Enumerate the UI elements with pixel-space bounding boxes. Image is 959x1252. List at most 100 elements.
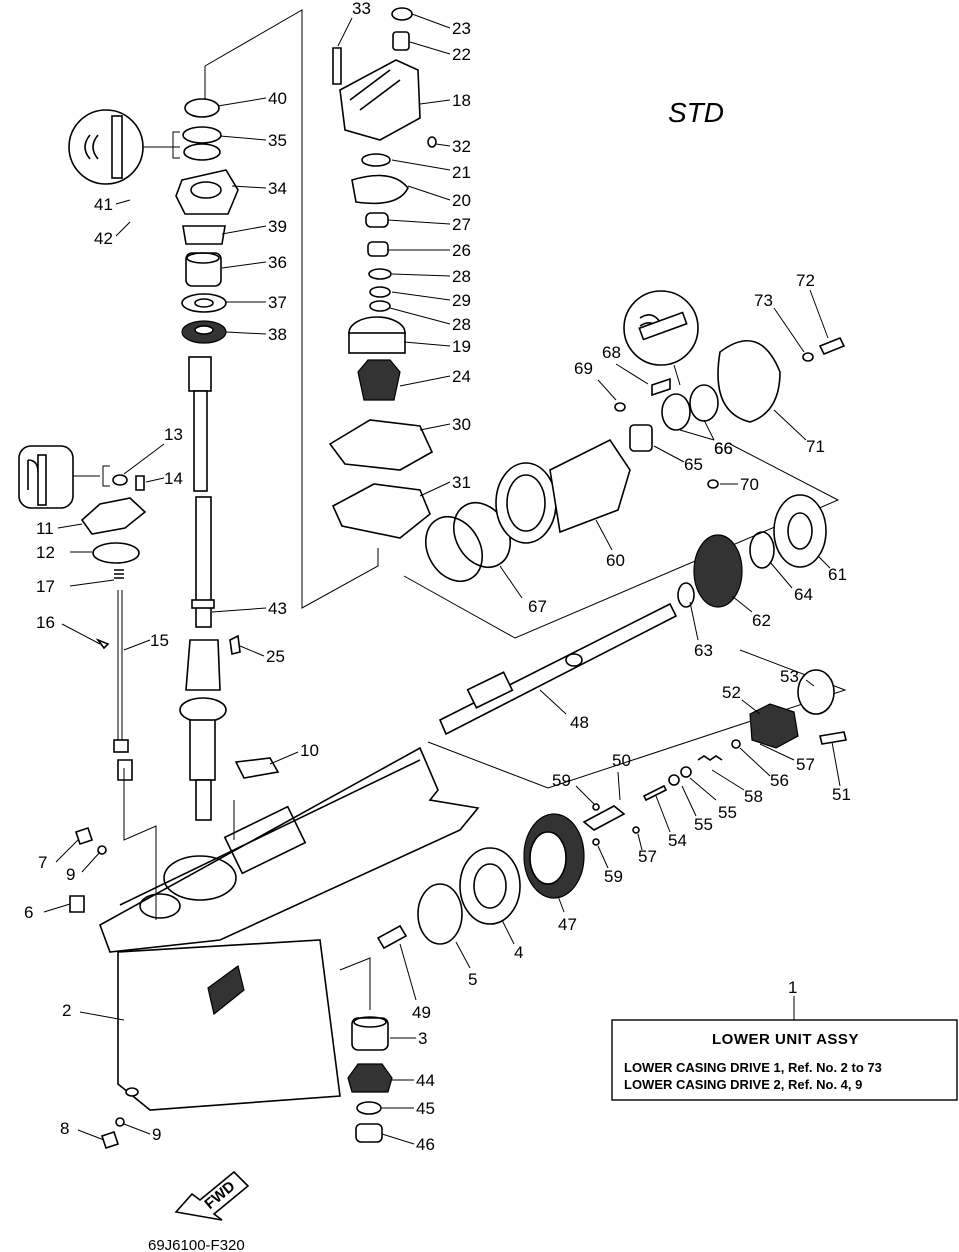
- callout-leader: [597, 379, 617, 401]
- callout-number: 64: [794, 585, 813, 604]
- callout-number: 55: [718, 803, 737, 822]
- callout-number: 70: [740, 475, 759, 494]
- callout-leader: [731, 595, 753, 613]
- callout-number: 50: [612, 751, 631, 770]
- callout-number: 56: [770, 771, 789, 790]
- callout-leader: [615, 363, 649, 385]
- callout-leader: [679, 429, 715, 441]
- callout-number: 17: [36, 577, 55, 596]
- callout-number: 59: [604, 867, 623, 886]
- callout-leader: [769, 561, 793, 589]
- callout-leader: [69, 579, 115, 587]
- callout-number: 26: [452, 241, 471, 260]
- callout-number: 72: [796, 271, 815, 290]
- callout-number: 51: [832, 785, 851, 804]
- callout-number: 7: [38, 853, 47, 872]
- callout-leader: [419, 481, 451, 497]
- callout-leader: [805, 679, 815, 687]
- callout-leader: [221, 261, 267, 269]
- callout-leader: [499, 565, 523, 599]
- callout-number: 30: [452, 415, 471, 434]
- lower-casing: [69, 746, 480, 1150]
- callout-number: 14: [164, 469, 183, 488]
- callout-leader: [391, 291, 451, 301]
- fwd-arrow-icon: FWD: [174, 1170, 250, 1221]
- callout-number: 61: [828, 565, 847, 584]
- callout-number: 47: [558, 915, 577, 934]
- callout-number: 59: [552, 771, 571, 790]
- callout-number: 4: [514, 943, 523, 962]
- callout-leader: [391, 273, 451, 277]
- callout-number: 9: [66, 865, 75, 884]
- callout-number: 53: [780, 667, 799, 686]
- callout-leader: [219, 135, 267, 141]
- callout-number: 52: [722, 683, 741, 702]
- callout-number: 11: [36, 519, 54, 538]
- callout-number: 62: [752, 611, 771, 630]
- callout-number: 42: [94, 229, 113, 248]
- callout-leader: [741, 699, 761, 715]
- callout-number: 45: [416, 1099, 435, 1118]
- callout-number: 13: [164, 425, 183, 444]
- callout-number: 41: [94, 195, 113, 214]
- callout-leader: [211, 607, 267, 613]
- clutch-group: [417, 649, 847, 945]
- callout-number: 25: [266, 647, 285, 666]
- callout-number: 35: [268, 131, 287, 150]
- variant-label: STD: [668, 97, 724, 128]
- callout-leader: [703, 419, 715, 441]
- callout-leader: [399, 375, 451, 387]
- callout-number: 34: [268, 179, 287, 198]
- assembly-title: LOWER UNIT ASSY: [712, 1031, 859, 1048]
- callout-leader: [57, 523, 83, 529]
- callout-number: 24: [452, 367, 471, 386]
- callout-number: 73: [754, 291, 773, 310]
- callout-leader: [407, 185, 451, 201]
- callouts: 2345678991011121314151617181920212223242…: [24, 0, 851, 1154]
- callout-number: 33: [352, 0, 371, 18]
- callout-leader: [597, 845, 609, 869]
- callout-number: 68: [602, 343, 621, 362]
- callout-number: 57: [796, 755, 815, 774]
- callout-number: 71: [806, 437, 825, 456]
- callout-number: 28: [452, 315, 471, 334]
- callout-number: 19: [452, 337, 471, 356]
- assembly-info-box: 1 LOWER UNIT ASSY LOWER CASING DRIVE 1, …: [611, 978, 958, 1101]
- callout-leader: [689, 777, 717, 801]
- callout-leader: [391, 159, 451, 171]
- callout-leader: [403, 341, 451, 347]
- callout-number: 27: [452, 215, 471, 234]
- callout-number: 37: [268, 293, 287, 312]
- callout-leader: [115, 221, 131, 237]
- assembly-line-1: LOWER CASING DRIVE 1, Ref. No. 2 to 73: [624, 1060, 882, 1075]
- callout-number: 66: [714, 439, 733, 458]
- callout-leader: [637, 833, 643, 851]
- callout-number: 69: [574, 359, 593, 378]
- callout-leader: [55, 839, 79, 863]
- callout-number: 46: [416, 1135, 435, 1154]
- callout-number: 48: [570, 713, 589, 732]
- callout-leader: [217, 97, 267, 107]
- callout-number: 65: [684, 455, 703, 474]
- callout-leader: [225, 331, 267, 335]
- callout-number: 22: [452, 45, 471, 64]
- callout-number: 12: [36, 543, 55, 562]
- callout-leader: [79, 1011, 125, 1021]
- callout-leader: [61, 623, 101, 645]
- prop-shaft-housing-group: [403, 336, 846, 639]
- callout-number: 49: [412, 1003, 431, 1022]
- callout-leader: [557, 895, 565, 913]
- callout-leader: [655, 795, 671, 833]
- callout-number: 43: [268, 599, 287, 618]
- callout-leader: [739, 747, 771, 777]
- callout-leader: [411, 13, 451, 29]
- callout-leader: [419, 99, 451, 105]
- callout-leader: [269, 751, 299, 765]
- sealant-symbol-icon: [68, 109, 180, 185]
- shift-rod-group: [18, 445, 147, 781]
- assembly-ref: 1: [788, 978, 797, 997]
- callout-number: 55: [694, 815, 713, 834]
- callout-number: 23: [452, 19, 471, 38]
- callout-leader: [711, 769, 745, 791]
